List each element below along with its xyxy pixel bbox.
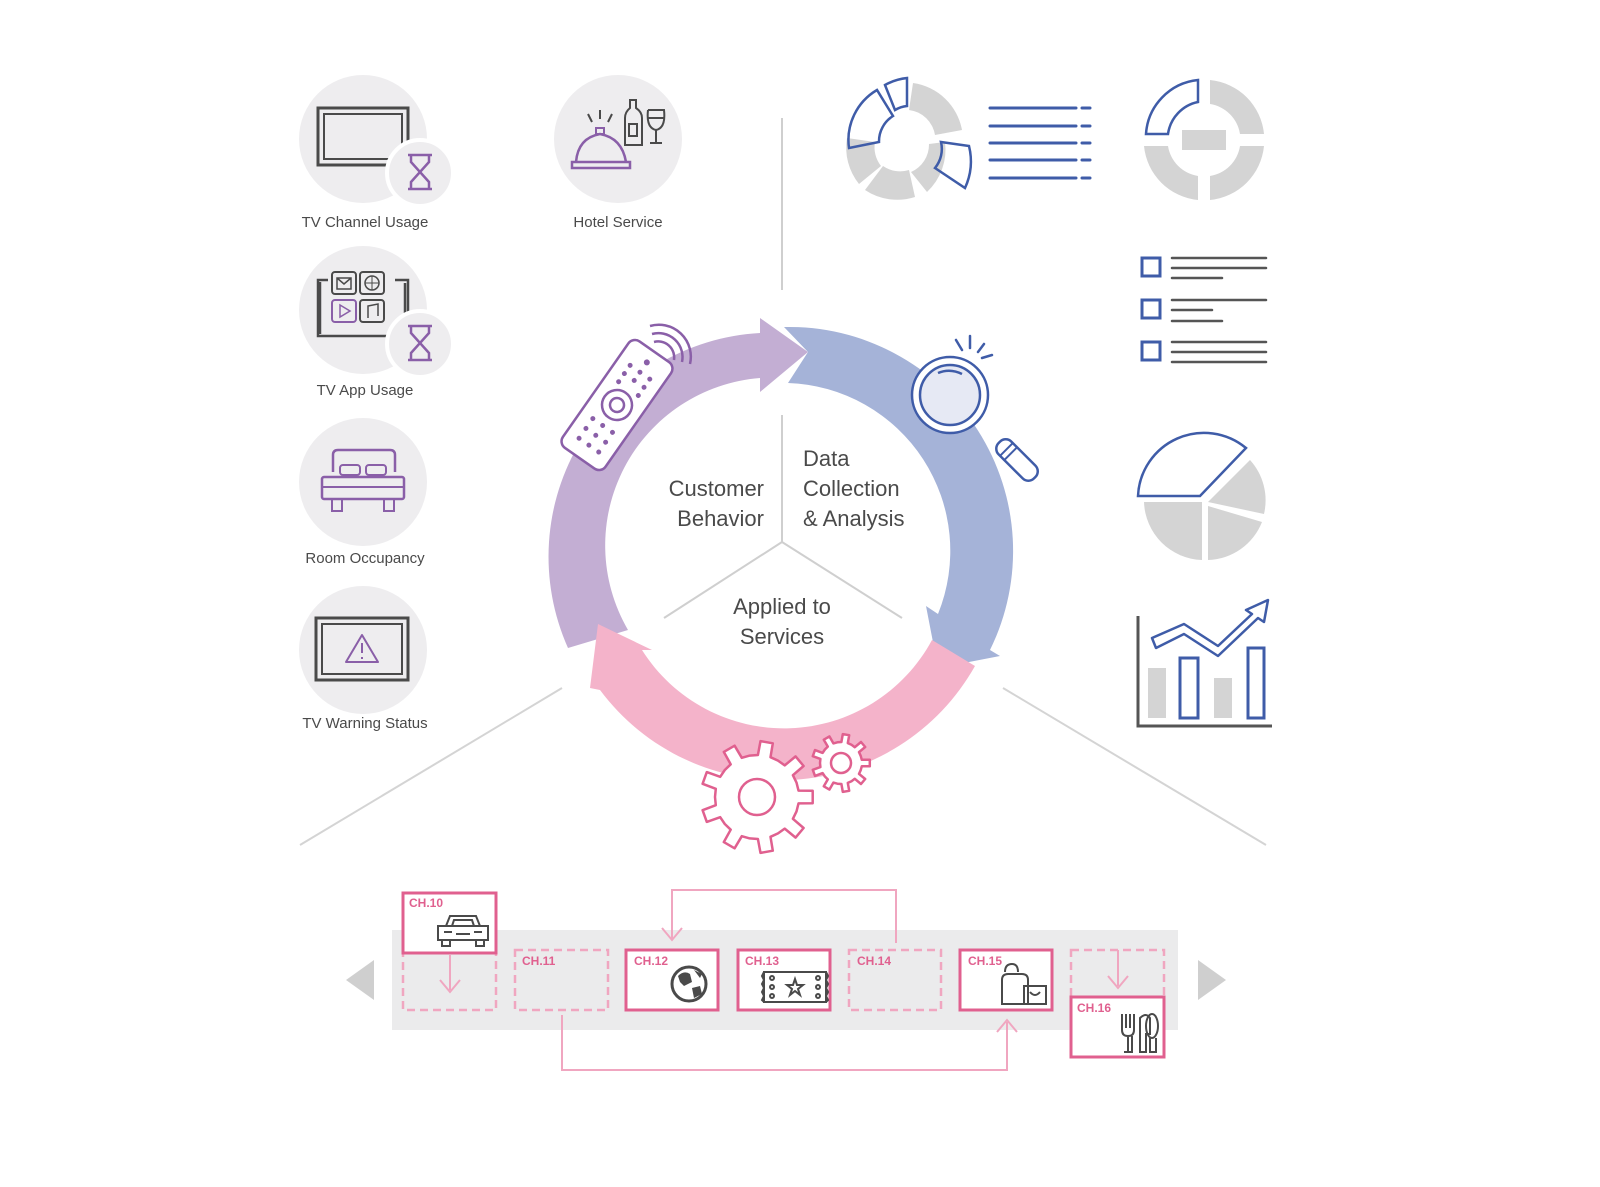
bottom-left-divider — [299, 687, 563, 846]
icon-background — [299, 418, 427, 546]
list-lines-icon — [988, 106, 1092, 180]
channel-tile-ch16 — [1069, 995, 1166, 1059]
label-line: Customer — [668, 476, 764, 501]
label-line: Applied to — [733, 594, 831, 619]
bottom-right-divider — [1002, 687, 1267, 846]
ticket-icon — [760, 971, 830, 1003]
gear-hub — [829, 751, 853, 775]
customer-behavior-label: Customer Behavior — [640, 474, 764, 534]
channel-label-ch11: CH.11 — [522, 954, 556, 968]
source-label: TV Warning Status — [302, 715, 428, 732]
label-line: & Analysis — [803, 506, 905, 531]
source-label: Room Occupancy — [305, 550, 425, 567]
source-label: Hotel Service — [573, 214, 663, 231]
channel-label-ch12: CH.12 — [634, 954, 669, 968]
next-arrow-icon[interactable] — [1198, 960, 1226, 1000]
shopping-bags-icon — [1001, 962, 1047, 1005]
label-line: Data — [803, 446, 850, 471]
source-label: TV App Usage — [316, 382, 414, 399]
gear-outline — [701, 739, 814, 855]
channel-label-ch14: CH.14 — [857, 954, 892, 968]
label-line: Behavior — [677, 506, 764, 531]
channel-label-ch13: CH.13 — [745, 954, 780, 968]
label-line: Services — [739, 624, 825, 649]
channel-tile-ch15 — [958, 948, 1054, 1012]
icon-background — [554, 75, 682, 203]
pie-chart-icon — [1136, 431, 1266, 560]
channel-tile-ch13 — [736, 948, 832, 1012]
ring-chart-icon — [1144, 78, 1264, 200]
donut-chart-icon — [846, 76, 973, 200]
channel-tile-ch11 — [513, 948, 610, 1012]
data-collection-label: Data Collection & Analysis — [803, 444, 963, 534]
checklist-icon — [1140, 256, 1268, 364]
cutlery-icon — [1121, 1013, 1159, 1053]
prev-arrow-icon[interactable] — [346, 960, 374, 1000]
channel-label-ch10: CH.10 — [409, 896, 444, 910]
bar-trend-chart-icon — [1136, 598, 1272, 728]
car-icon — [437, 915, 489, 947]
label-line: Collection — [803, 476, 900, 501]
gear-outline — [811, 732, 872, 794]
channel-label-ch15: CH.15 — [968, 954, 1003, 968]
globe-icon — [670, 965, 708, 1003]
applied-services-label: Applied to Services — [682, 592, 882, 652]
channel-tile-ch14 — [847, 948, 943, 1012]
source-label: TV Channel Usage — [301, 214, 429, 231]
applied-services-arrow — [590, 624, 975, 781]
channel-label-ch16: CH.16 — [1077, 1001, 1112, 1015]
gear-hub — [737, 777, 777, 817]
